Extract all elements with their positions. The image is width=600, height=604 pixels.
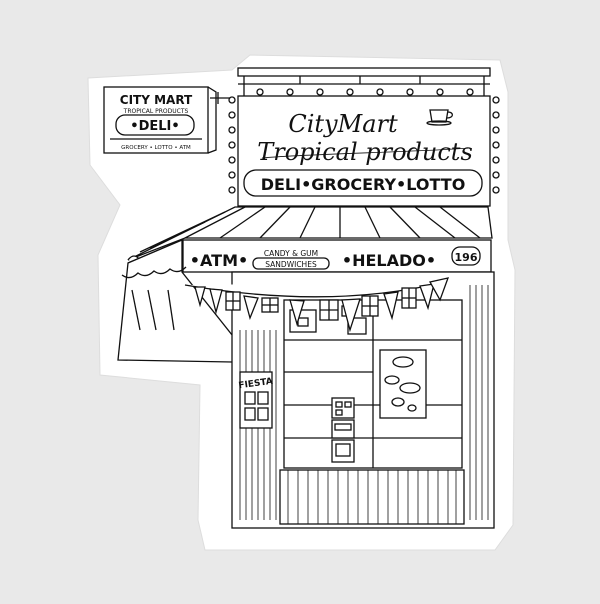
main-sign-line1: CityMart <box>288 110 398 138</box>
awning-atm: •ATM• <box>190 251 248 270</box>
main-sign-line2: Tropical products <box>257 138 473 166</box>
building-facade <box>231 271 495 529</box>
hanging-sign-name: CITY MART <box>120 93 193 107</box>
bunting-flags <box>184 277 450 333</box>
awning-number: 196 <box>455 251 478 264</box>
roof-railing <box>237 67 491 96</box>
coffee-cup-icon <box>426 109 454 126</box>
fiesta-label: FIESTA <box>238 377 274 392</box>
awning-sandwiches: SANDWICHES <box>265 260 317 269</box>
awning-helado: •HELADO• <box>342 251 436 270</box>
hanging-sign-deli: •DELI• <box>130 119 179 134</box>
awning-candy: CANDY & GUM <box>264 249 318 258</box>
hanging-sign: CITY MART TROPICAL PRODUCTS •DELI• GROCE… <box>103 86 232 154</box>
hanging-sign-footer: GROCERY • LOTTO • ATM <box>121 145 191 151</box>
sign-light-bulbs <box>228 88 500 194</box>
main-sign-banner: DELI•GROCERY•LOTTO <box>261 175 466 194</box>
awning-sign: •ATM• CANDY & GUM SANDWICHES •HELADO• 19… <box>182 239 492 273</box>
fiesta-poster: FIESTA <box>238 371 274 429</box>
main-sign: CityMart Tropical products DELI•GROCERY•… <box>237 95 491 207</box>
hanging-sign-subtitle: TROPICAL PRODUCTS <box>123 108 189 115</box>
